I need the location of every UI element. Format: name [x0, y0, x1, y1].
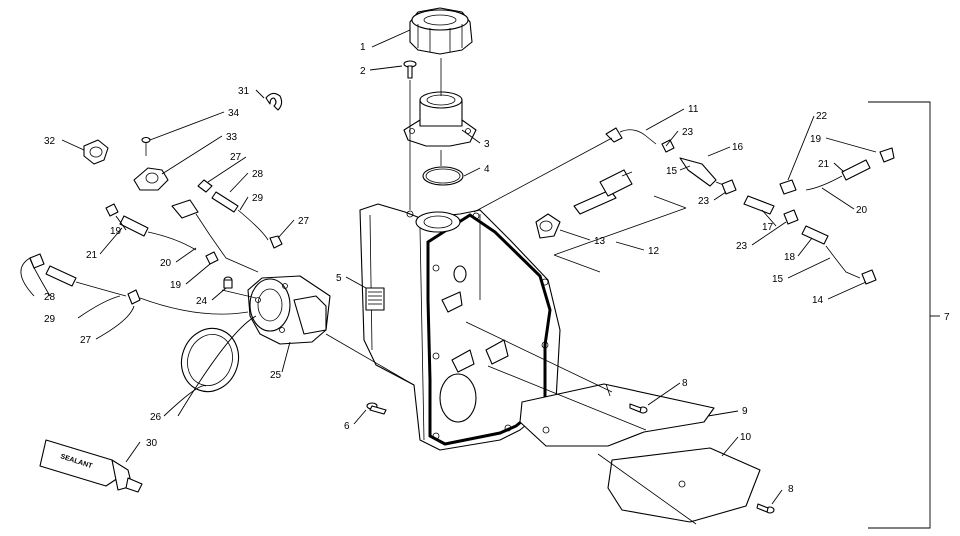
- plate-10: [607, 447, 761, 523]
- screw-6: [366, 402, 387, 415]
- callout-5: 5: [336, 273, 342, 284]
- callout-19-right: 19: [810, 134, 822, 145]
- hose-28-upper: [197, 179, 283, 249]
- callout-33: 33: [226, 132, 238, 143]
- fuel-pump: [247, 275, 331, 345]
- callout-6: 6: [344, 421, 350, 432]
- screw-34: [141, 136, 151, 156]
- hose-clip-32: [83, 139, 109, 165]
- fuel-sender: [573, 169, 633, 215]
- callout-8-lower: 8: [788, 484, 794, 495]
- hose-21-right: [805, 147, 895, 191]
- callout-15-left: 15: [666, 166, 678, 177]
- filler-neck: [403, 91, 477, 147]
- callout-12: 12: [648, 246, 660, 257]
- callout-16: 16: [732, 142, 744, 153]
- valve-17: [743, 195, 775, 215]
- callout-20-left: 20: [160, 258, 172, 269]
- callout-23-mid: 23: [698, 196, 710, 207]
- callout-19-left: 19: [110, 226, 122, 237]
- hose-18: [801, 225, 861, 279]
- fuel-line-11: [605, 127, 657, 145]
- callout-11: 11: [688, 104, 699, 115]
- callout-23-low: 23: [736, 241, 748, 252]
- callout-27-low: 27: [80, 335, 92, 346]
- callout-29-right: 29: [252, 193, 264, 204]
- screw-24: [223, 276, 233, 289]
- callout-19-mid: 19: [170, 280, 182, 291]
- callout-15-right: 15: [772, 274, 784, 285]
- callout-20-right: 20: [856, 205, 868, 216]
- callout-23-top: 23: [682, 127, 694, 138]
- callout-21-right: 21: [818, 159, 830, 170]
- bolt-8-lower: [756, 503, 775, 514]
- callout-27-top: 27: [230, 152, 242, 163]
- callout-18: 18: [784, 252, 796, 263]
- callout-28-left: 28: [44, 292, 56, 303]
- o-ring: [422, 166, 464, 186]
- callout-4: 4: [484, 164, 490, 175]
- callout-2: 2: [360, 66, 366, 77]
- bolt-8-upper: [629, 403, 648, 414]
- callout-labels: 1 2 3 4 5 6 7 8 8 9 10 11 12 13 14 15 15…: [44, 42, 950, 495]
- callout-7: 7: [944, 312, 950, 323]
- grommet-13: [535, 213, 561, 239]
- screw-2: [403, 60, 417, 79]
- hose-16: [679, 157, 727, 187]
- clamp-33: [133, 167, 169, 191]
- callout-3: 3: [484, 139, 490, 150]
- callout-9: 9: [742, 406, 748, 417]
- hose-28-lower: [29, 253, 249, 315]
- callout-26: 26: [150, 412, 162, 423]
- connector-plug: [171, 199, 259, 273]
- callout-29-left: 29: [44, 314, 56, 325]
- fitting-22: [779, 179, 797, 195]
- clamp-14: [861, 269, 877, 285]
- callout-1: 1: [360, 42, 366, 53]
- callout-27-mid: 27: [298, 216, 310, 227]
- hose-21-left: [105, 203, 219, 265]
- fitting-23-low: [783, 209, 799, 225]
- clamp-31: [265, 92, 283, 111]
- sealant-tube: SEALANT: [39, 439, 143, 493]
- callout-17: 17: [762, 222, 774, 233]
- callout-32: 32: [44, 136, 56, 147]
- tank-body: [359, 203, 561, 451]
- callout-8-upper: 8: [682, 378, 688, 389]
- fitting-23-mid: [721, 179, 737, 195]
- callout-24: 24: [196, 296, 208, 307]
- callout-34: 34: [228, 108, 240, 119]
- leader-lines: [20, 29, 877, 505]
- callout-13: 13: [594, 236, 606, 247]
- callout-21-left: 21: [86, 250, 98, 261]
- callout-28-right: 28: [252, 169, 264, 180]
- callout-10: 10: [740, 432, 752, 443]
- pump-gasket: [180, 327, 240, 393]
- callout-22: 22: [816, 111, 828, 122]
- callout-25: 25: [270, 370, 282, 381]
- gas-cap: [409, 7, 473, 55]
- callout-30: 30: [146, 438, 158, 449]
- callout-14: 14: [812, 295, 824, 306]
- callout-31: 31: [238, 86, 250, 97]
- fitting-23-top: [661, 139, 675, 153]
